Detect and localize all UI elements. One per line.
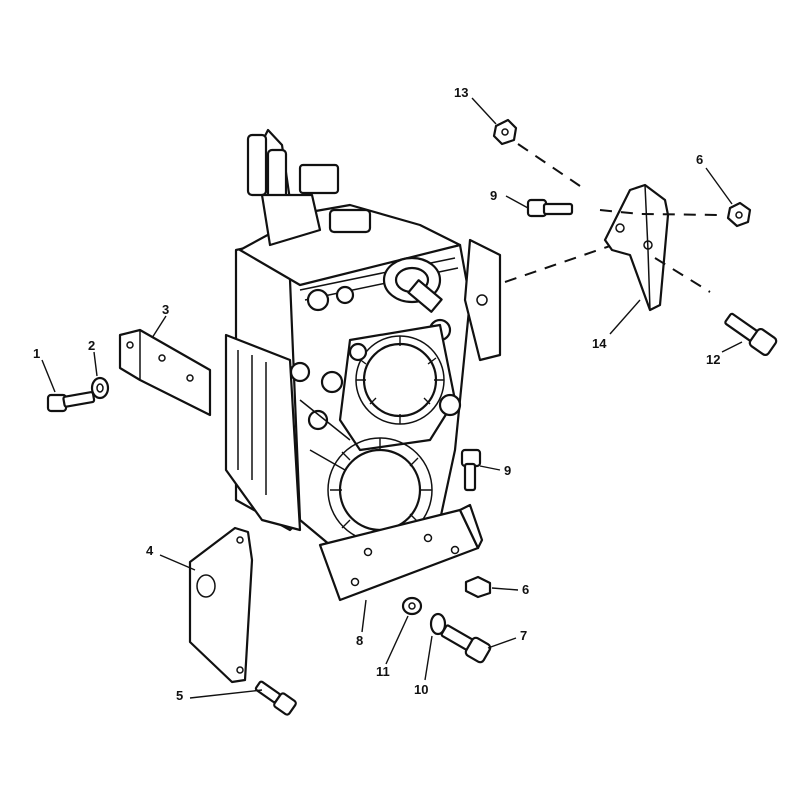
bolt-9-top — [526, 198, 574, 218]
callout-5: 5 — [176, 688, 183, 703]
callout-14: 14 — [592, 336, 607, 351]
callout-11: 11 — [376, 664, 390, 679]
bracket-14 — [603, 183, 670, 312]
nut-13 — [492, 118, 518, 146]
plate-4 — [188, 526, 254, 684]
callout-9-lower: 9 — [504, 463, 511, 478]
callout-1: 1 — [33, 346, 40, 361]
washer-2 — [90, 376, 110, 400]
washer-11 — [401, 596, 423, 616]
callout-10: 10 — [414, 682, 428, 697]
callout-9-top: 9 — [490, 188, 497, 203]
callout-6-top: 6 — [696, 152, 703, 167]
callout-8: 8 — [356, 633, 363, 648]
transmission-housing — [224, 128, 502, 602]
callout-2: 2 — [88, 338, 95, 353]
callout-3: 3 — [162, 302, 169, 317]
callouts: 1 2 3 4 5 6 6 7 8 9 9 10 11 12 13 14 — [33, 85, 720, 703]
callout-13: 13 — [454, 85, 468, 100]
bolt-9-lower — [460, 448, 482, 492]
nut-6-top — [726, 201, 752, 228]
bolt-7 — [440, 624, 492, 664]
callout-6-lower: 6 — [522, 582, 529, 597]
bolt-1 — [46, 391, 96, 413]
bolt-12 — [724, 312, 778, 357]
assembly-lines — [504, 143, 721, 293]
washer-10 — [429, 612, 447, 636]
callout-12: 12 — [706, 352, 720, 367]
callout-7: 7 — [520, 628, 527, 643]
bolt-5 — [254, 680, 297, 716]
bracket-3 — [118, 328, 212, 417]
leader-lines — [41, 97, 743, 699]
nut-6-lower — [464, 575, 492, 599]
callout-4: 4 — [146, 543, 154, 558]
